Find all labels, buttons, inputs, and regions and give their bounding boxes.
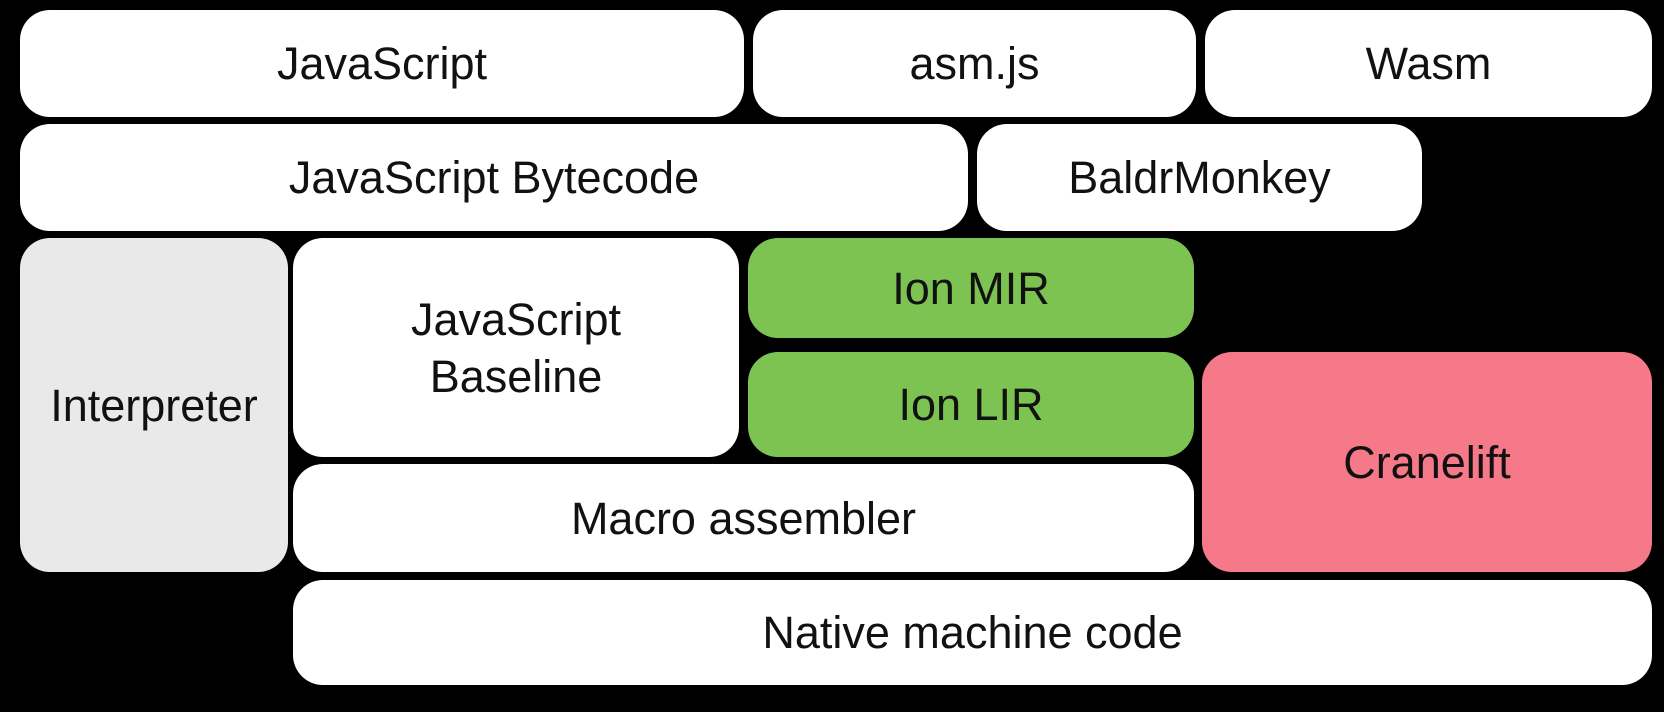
box-ion-lir-label: Ion LIR bbox=[898, 379, 1044, 430]
box-javascript-baseline: JavaScript Baseline bbox=[293, 238, 739, 457]
box-javascript-bytecode: JavaScript Bytecode bbox=[20, 124, 968, 231]
box-asmjs: asm.js bbox=[753, 10, 1196, 117]
box-asmjs-label: asm.js bbox=[909, 38, 1040, 89]
box-baldrmonkey: BaldrMonkey bbox=[977, 124, 1422, 231]
box-native-machine-code: Native machine code bbox=[293, 580, 1652, 685]
box-macro-assembler-label: Macro assembler bbox=[570, 492, 917, 544]
box-cranelift-label: Cranelift bbox=[1343, 436, 1511, 488]
box-javascript-bytecode-label: JavaScript Bytecode bbox=[288, 152, 700, 203]
box-interpreter-label: Interpreter bbox=[50, 379, 258, 431]
box-javascript: JavaScript bbox=[20, 10, 744, 117]
box-wasm: Wasm bbox=[1205, 10, 1652, 117]
box-cranelift: Cranelift bbox=[1202, 352, 1652, 572]
box-native-machine-code-label: Native machine code bbox=[762, 607, 1183, 658]
box-wasm-label: Wasm bbox=[1365, 38, 1492, 89]
box-javascript-baseline-label-line1: JavaScript bbox=[410, 293, 622, 345]
box-baldrmonkey-label: BaldrMonkey bbox=[1068, 152, 1331, 203]
box-javascript-baseline-label-line2: Baseline bbox=[429, 350, 603, 402]
box-interpreter: Interpreter bbox=[20, 238, 288, 572]
box-javascript-label: JavaScript bbox=[276, 38, 488, 89]
box-macro-assembler: Macro assembler bbox=[293, 464, 1194, 572]
box-ion-mir: Ion MIR bbox=[748, 238, 1194, 338]
box-ion-lir: Ion LIR bbox=[748, 352, 1194, 457]
box-ion-mir-label: Ion MIR bbox=[892, 262, 1050, 314]
